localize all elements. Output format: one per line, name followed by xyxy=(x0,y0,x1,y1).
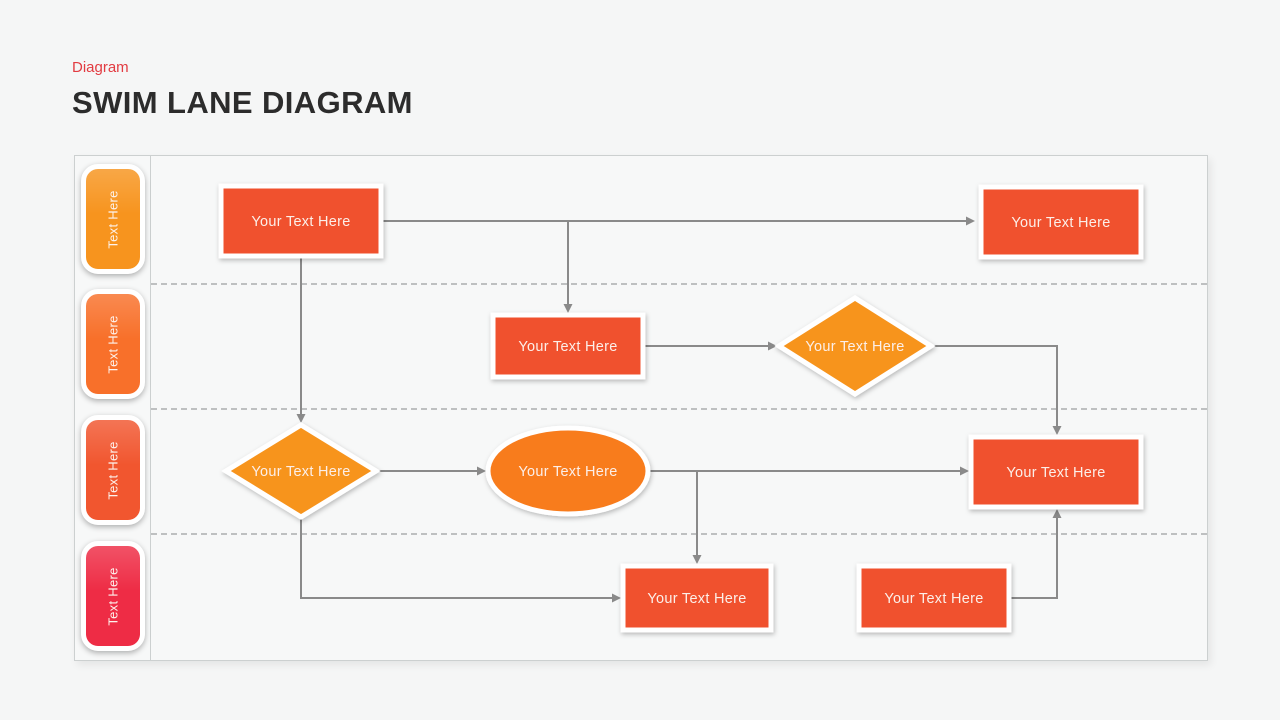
decision-diamond-2 xyxy=(221,422,381,520)
flowchart-canvas: Your Text Here Your Text Here Your Text … xyxy=(151,183,1208,633)
process-box-3 xyxy=(490,312,646,380)
process-box-2 xyxy=(978,184,1144,260)
process-box-1 xyxy=(218,183,384,259)
terminator-ellipse-label: Your Text Here xyxy=(518,464,617,480)
page-title: SWIM LANE DIAGRAM xyxy=(72,85,413,120)
process-box-4 xyxy=(968,434,1144,510)
lane-dividers xyxy=(151,283,1208,535)
flow-shapes xyxy=(218,183,1144,633)
lane-tab-3: Text Here xyxy=(81,415,145,525)
process-box-4-label: Your Text Here xyxy=(1006,465,1105,481)
connectors xyxy=(296,216,1062,603)
terminator-ellipse xyxy=(485,425,651,517)
process-box-6-label: Your Text Here xyxy=(884,591,983,607)
process-box-5-label: Your Text Here xyxy=(647,591,746,607)
decision-diamond-1-label: Your Text Here xyxy=(805,339,904,355)
process-box-3-label: Your Text Here xyxy=(518,339,617,355)
decision-diamond-1 xyxy=(774,295,936,397)
lane-tab-4: Text Here xyxy=(81,541,145,651)
lane-tab-2: Text Here xyxy=(81,289,145,399)
connector-process6-process4 xyxy=(1009,509,1062,599)
header-eyebrow: Diagram xyxy=(72,59,129,76)
lane-label-rail xyxy=(75,156,151,660)
decision-diamond-2-label: Your Text Here xyxy=(251,464,350,480)
slide-header: Diagram SWIM LANE DIAGRAM xyxy=(72,59,413,121)
connector-decision1-process4 xyxy=(931,345,1062,435)
shape-labels: Your Text Here Your Text Here Your Text … xyxy=(251,214,1110,607)
swimlane-panel: Text Here Text Here Text Here Text Here xyxy=(74,155,1208,661)
process-box-5 xyxy=(620,563,774,633)
process-box-6 xyxy=(856,563,1012,633)
process-box-1-label: Your Text Here xyxy=(251,214,350,230)
connector-decision2-process5 xyxy=(300,517,621,603)
lane-tab-1: Text Here xyxy=(81,164,145,274)
process-box-2-label: Your Text Here xyxy=(1011,215,1110,231)
